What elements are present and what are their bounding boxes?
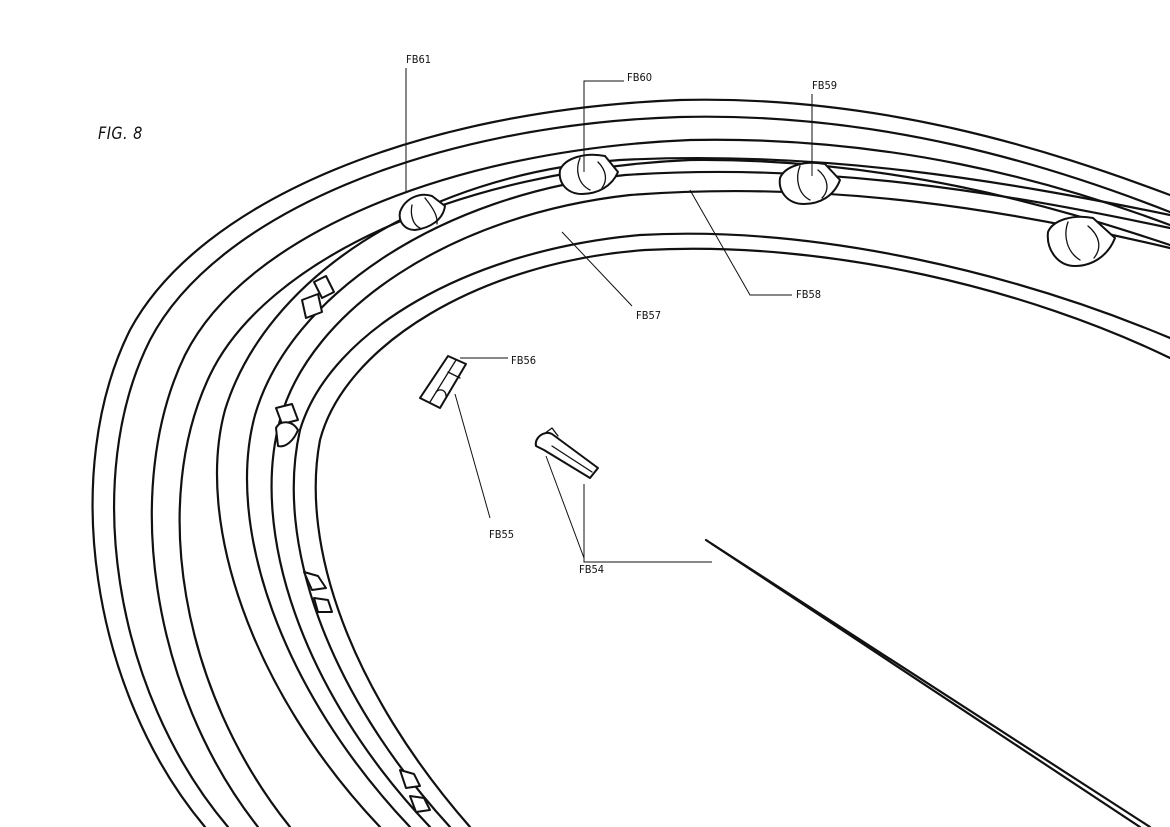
leader-lines <box>405 68 813 563</box>
label-fb55: FB55 <box>489 528 514 541</box>
side-clips <box>275 275 431 813</box>
clip-fb59 <box>778 161 841 205</box>
label-fb56: FB56 <box>511 354 536 367</box>
track-rings <box>215 156 1170 827</box>
figure-title: FIG. 8 <box>98 124 143 144</box>
clip-right <box>1046 215 1116 267</box>
outer-frame <box>91 98 1170 827</box>
clip-fb60 <box>558 153 619 195</box>
part-fb54 <box>534 427 599 479</box>
clip-fb61 <box>398 193 446 231</box>
label-fb57: FB57 <box>636 309 661 322</box>
label-fb58: FB58 <box>796 288 821 301</box>
label-fb59: FB59 <box>812 79 837 92</box>
label-fb54: FB54 <box>579 563 604 576</box>
label-fb61: FB61 <box>406 53 431 66</box>
rod <box>704 538 1152 827</box>
label-fb60: FB60 <box>627 71 652 84</box>
part-fb56 <box>419 355 467 409</box>
